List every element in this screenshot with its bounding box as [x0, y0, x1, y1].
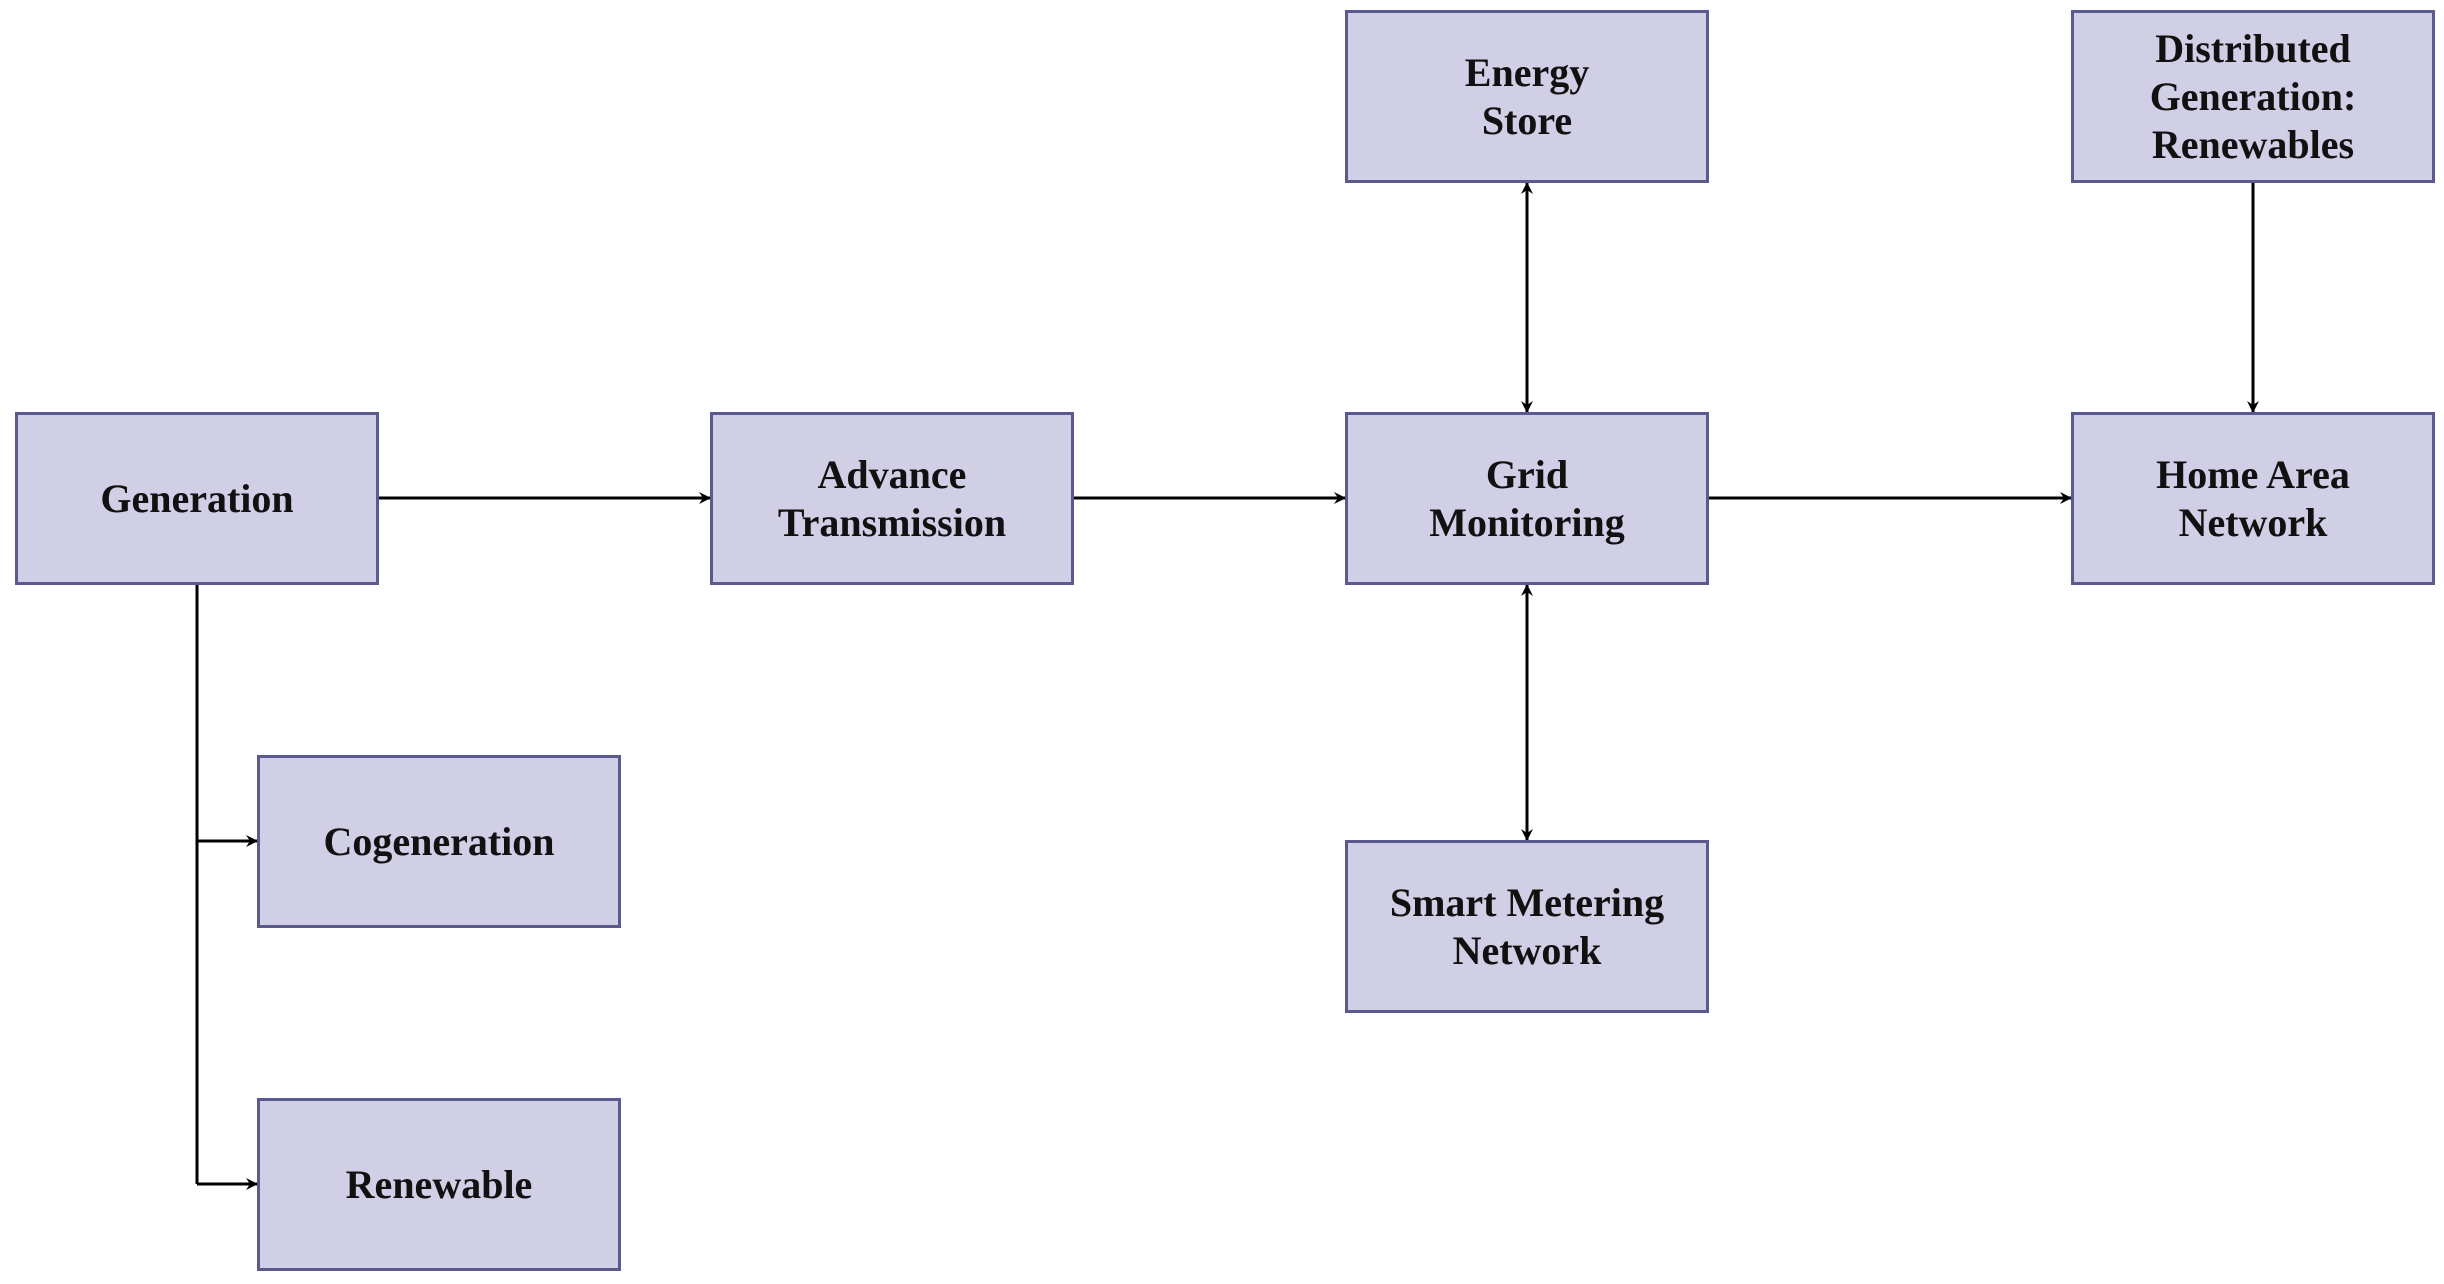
cogeneration-node: Cogeneration	[257, 755, 621, 928]
renewable-label: Renewable	[345, 1161, 533, 1207]
advance-transmission-label: Advance Transmission	[777, 451, 1007, 545]
distributed-generation-node: Distributed Generation: Renewables	[2071, 10, 2435, 183]
home-area-network-node: Home Area Network	[2071, 412, 2435, 585]
smart-metering-label: Smart Metering Network	[1389, 879, 1665, 973]
generation-node: Generation	[15, 412, 379, 585]
energy-store-node: Energy Store	[1345, 10, 1709, 183]
energy-store-label: Energy Store	[1464, 49, 1590, 143]
smart-metering-node: Smart Metering Network	[1345, 840, 1709, 1013]
generation-label: Generation	[100, 475, 294, 521]
grid-monitoring-label: Grid Monitoring	[1429, 451, 1625, 545]
distributed-generation-label: Distributed Generation: Renewables	[2149, 25, 2357, 167]
advance-transmission-node: Advance Transmission	[710, 412, 1074, 585]
renewable-node: Renewable	[257, 1098, 621, 1271]
home-area-network-label: Home Area Network	[2156, 451, 2350, 545]
cogeneration-label: Cogeneration	[323, 818, 555, 864]
grid-monitoring-node: Grid Monitoring	[1345, 412, 1709, 585]
